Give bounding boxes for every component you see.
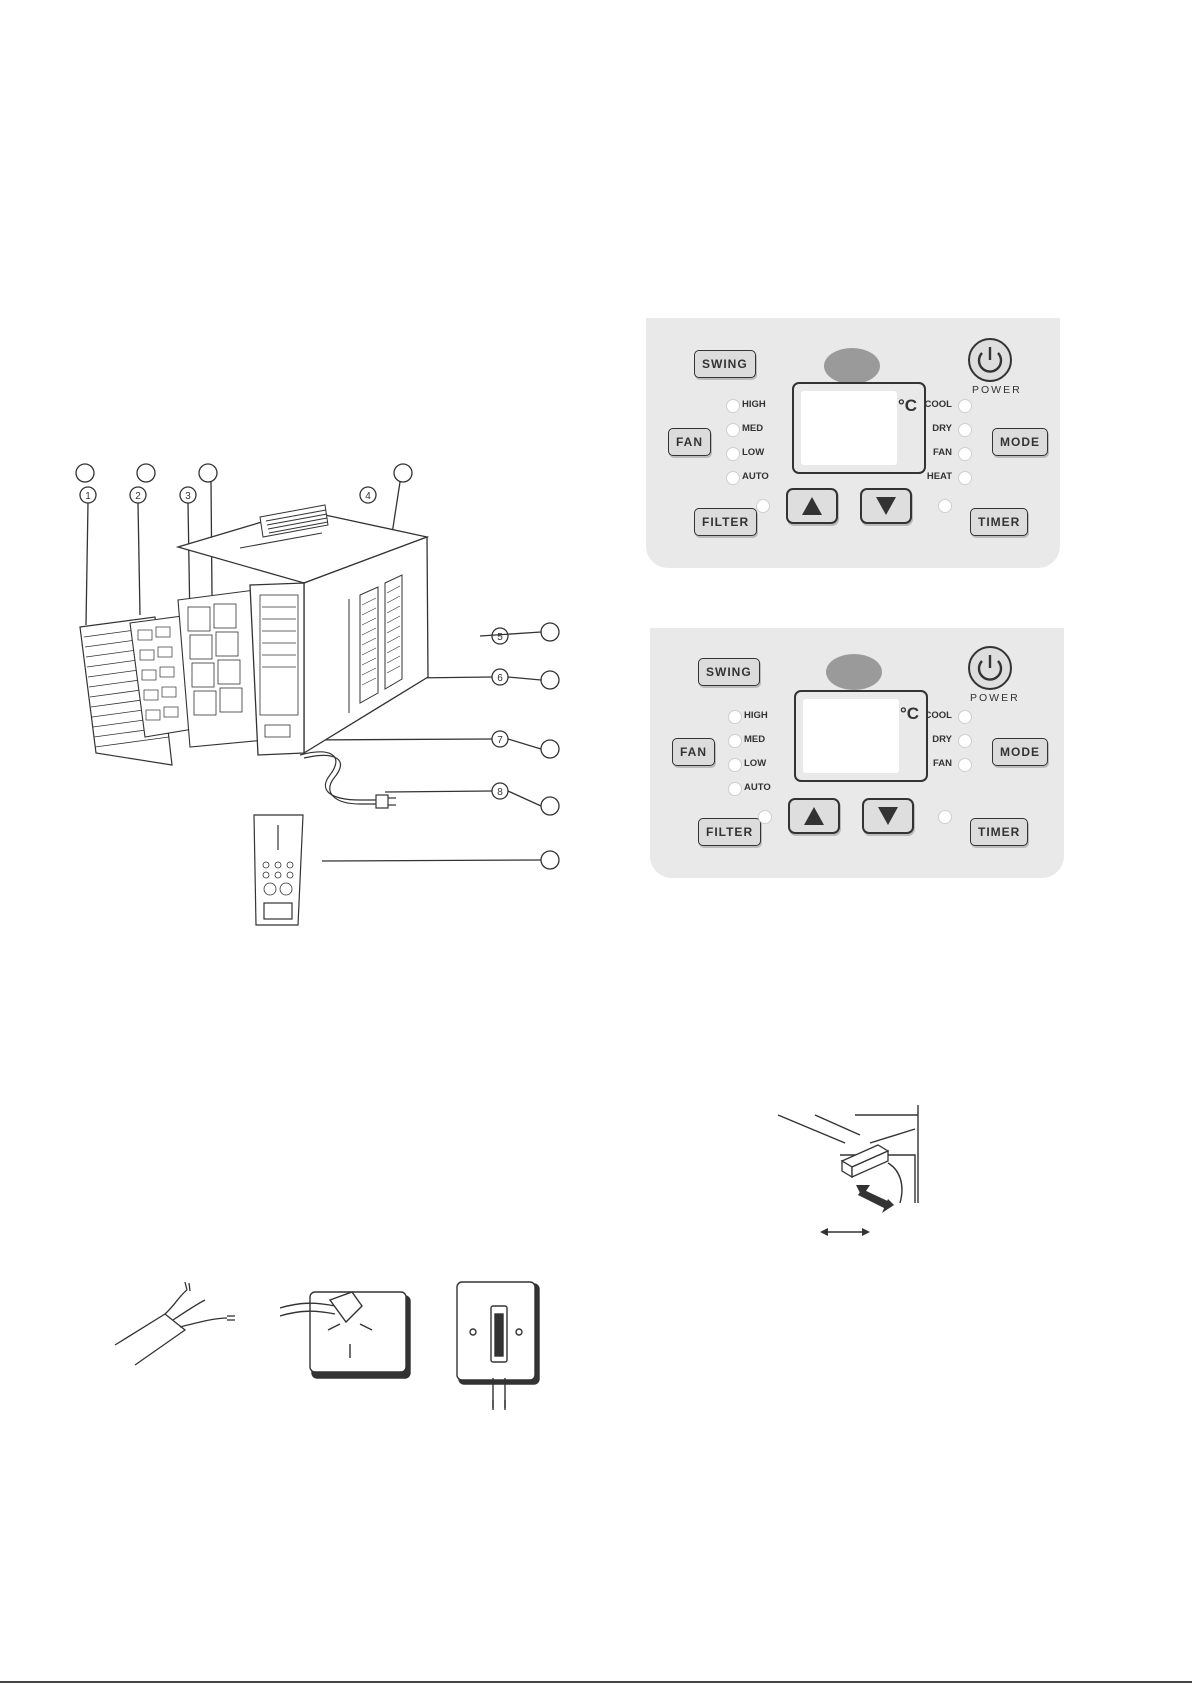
led-fan-med [726,423,740,437]
empty-callout-circle [541,797,559,815]
led-fan-auto [726,471,740,485]
led-timer [938,810,952,824]
label-fan-high: HIGH [742,399,766,411]
mode-button[interactable]: MODE [992,738,1048,766]
led-mode-dry [958,423,972,437]
swing-button[interactable]: SWING [698,658,760,686]
led-filter [756,499,770,513]
exploded-unit-diagram: 1 2 3 4 5 6 7 8 [60,455,580,935]
up-arrow-icon [790,800,838,832]
down-arrow-icon [862,490,910,522]
led-timer [938,499,952,513]
led-mode-fan [958,758,972,772]
sensor-window [826,654,882,690]
callout-7: 7 [497,735,503,746]
led-mode-fan [958,447,972,461]
empty-callout-circle [541,740,559,758]
power-label: POWER [972,384,1022,396]
power-button[interactable] [966,644,1014,692]
callout-2: 2 [135,491,141,502]
callout-5: 5 [497,632,503,643]
callout-1: 1 [85,491,91,502]
power-cord [300,752,396,808]
led-fan-low [728,758,742,772]
double-arrow-icon [856,1185,894,1213]
label-fan-med: MED [742,423,763,435]
label-fan-med: MED [744,734,765,746]
callout-6: 6 [497,673,503,684]
led-fan-med [728,734,742,748]
led-fan-auto [728,782,742,796]
louvre-slider-detail [770,1105,930,1245]
unit-label: °C [898,396,917,416]
led-fan-high [726,399,740,413]
swing-button[interactable]: SWING [694,350,756,378]
empty-callout-circle [541,851,559,869]
temperature-display: °C [792,382,926,474]
sensor-window [824,348,880,384]
led-fan-high [728,710,742,724]
temperature-display: °C [794,690,928,782]
led-filter [758,810,772,824]
label-fan-high: HIGH [744,710,768,722]
wall-socket-illustration [455,1280,545,1420]
callout-3: 3 [185,491,191,502]
led-mode-heat [958,471,972,485]
empty-callout-circle [541,623,559,641]
remote-control [254,815,303,925]
fan-button[interactable]: FAN [672,738,715,766]
control-panel-heat: SWING FAN FILTER MODE TIMER POWER HIGH M… [646,318,1060,568]
timer-button[interactable]: TIMER [970,508,1028,536]
plug-in-socket-illustration [280,1278,425,1383]
label-fan-auto: AUTO [742,471,769,483]
label-fan-low: LOW [742,447,764,459]
temp-down-button[interactable] [860,488,912,524]
down-arrow-icon [864,800,912,832]
empty-callout-circle [76,464,94,482]
temp-up-button[interactable] [786,488,838,524]
control-panel-cool: SWING FAN FILTER MODE TIMER POWER HIGH M… [650,628,1064,878]
callout-8: 8 [497,787,503,798]
empty-callout-circle [541,671,559,689]
led-fan-low [726,447,740,461]
unit-label: °C [900,704,919,724]
slider-tab [842,1145,888,1177]
up-arrow-icon [788,490,836,522]
filter-button[interactable]: FILTER [698,818,761,846]
mode-button[interactable]: MODE [992,428,1048,456]
power-button[interactable] [966,336,1014,384]
page-footer-rule [0,1681,1192,1683]
empty-callout-circle [199,464,217,482]
led-mode-cool [958,399,972,413]
filter-button[interactable]: FILTER [694,508,757,536]
power-label: POWER [970,692,1020,704]
cable-wires-illustration [105,1280,240,1380]
label-fan-low: LOW [744,758,766,770]
temp-up-button[interactable] [788,798,840,834]
horizontal-arrow-icon [820,1225,870,1239]
empty-callout-circle [137,464,155,482]
label-fan-auto: AUTO [744,782,771,794]
callout-4: 4 [365,491,371,502]
fan-button[interactable]: FAN [668,428,711,456]
timer-button[interactable]: TIMER [970,818,1028,846]
led-mode-dry [958,734,972,748]
led-mode-cool [958,710,972,724]
empty-callout-circle [394,464,412,482]
temp-down-button[interactable] [862,798,914,834]
